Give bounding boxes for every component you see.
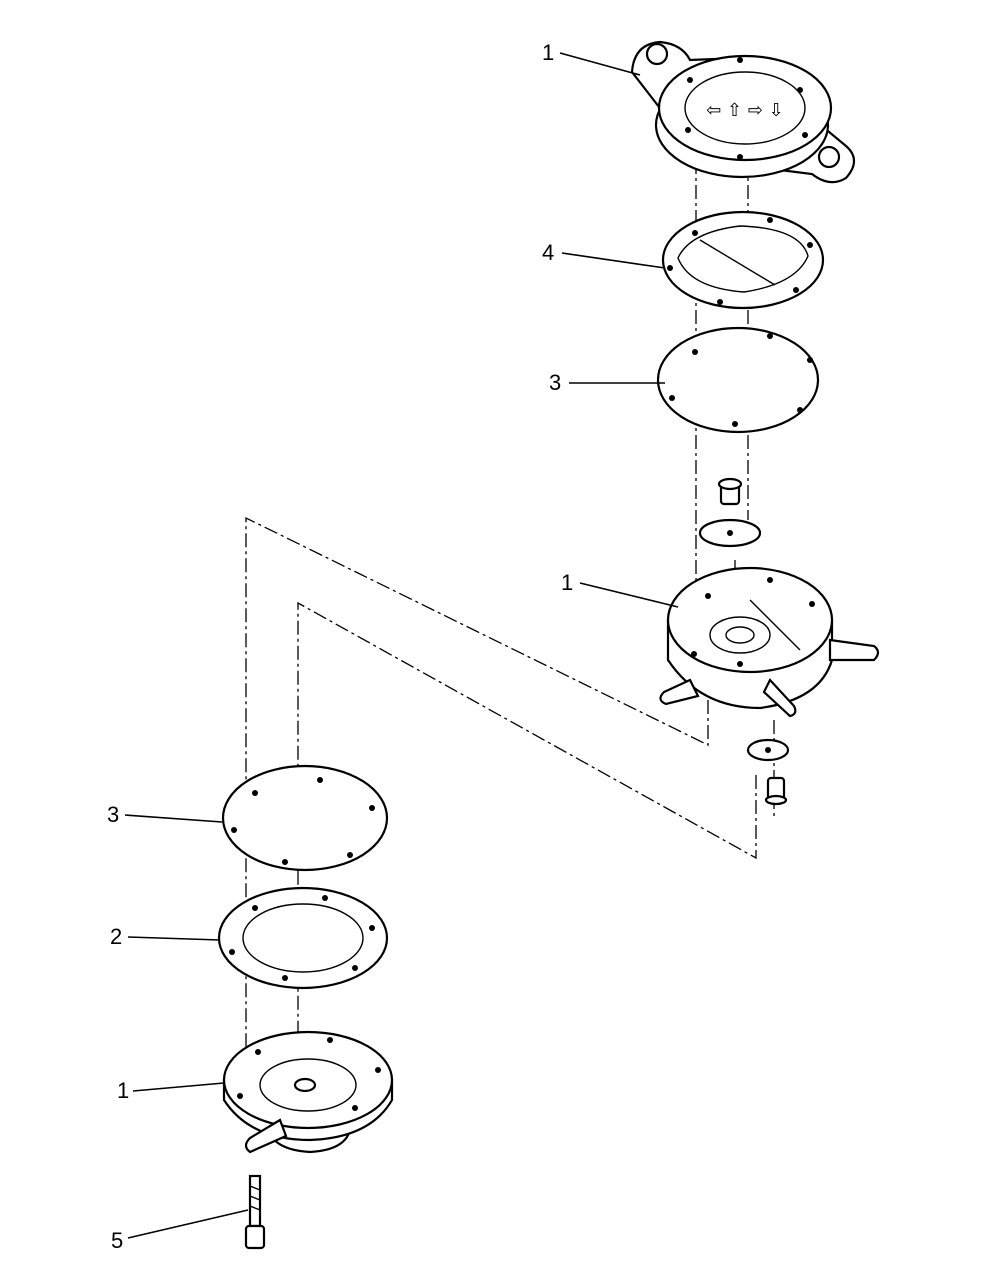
leader-pump-body <box>579 582 679 608</box>
bottom-pump-cover <box>222 1030 394 1154</box>
bottom-cover-center-boss <box>293 1077 317 1093</box>
pump-body-rib <box>749 599 801 651</box>
leader-screw <box>127 1209 249 1239</box>
diaphragm-hole <box>369 805 375 811</box>
mount-hole-right <box>817 145 841 169</box>
body-bolt-hole <box>705 593 711 599</box>
gasket-2-inner <box>242 903 364 973</box>
pump-body-bore <box>709 616 771 654</box>
gasket-hole <box>667 265 673 271</box>
mount-hole-left <box>645 42 669 66</box>
body-bolt-hole <box>737 661 743 667</box>
cover-bolt-hole <box>327 1037 333 1043</box>
callout-label-diaphragm-lower: 3 <box>107 802 119 827</box>
callout-label-pump-body: 1 <box>561 570 573 595</box>
callout-label-bottom-cover: 1 <box>117 1078 129 1103</box>
diaphragm-lower-disc <box>221 764 389 872</box>
leader-diaphragm-lower <box>124 814 223 823</box>
gasket-hole <box>767 217 773 223</box>
leader-gasket-lower <box>127 936 221 941</box>
callout-label-gasket-lower: 2 <box>110 924 122 949</box>
diaphragm-hole <box>317 777 323 783</box>
upper-gasket <box>661 210 825 310</box>
upper-diaphragm <box>656 326 820 434</box>
gasket-hole <box>793 287 799 293</box>
callout-label-diaphragm-upper: 3 <box>549 370 561 395</box>
gasket-hole <box>369 925 375 931</box>
washer-hole <box>765 747 771 753</box>
body-bolt-hole <box>809 601 815 607</box>
gasket-hole <box>717 299 723 305</box>
lower-diaphragm <box>221 764 389 872</box>
mounting-screw <box>244 1174 266 1250</box>
washer-hole <box>727 530 733 536</box>
cover-body-top <box>657 54 833 162</box>
diaphragm-hole <box>797 407 803 413</box>
diaphragm-hole <box>732 421 738 427</box>
screw-shank <box>248 1174 262 1228</box>
lower-check-valve-cap <box>764 794 788 806</box>
leader-top-cover <box>559 52 641 76</box>
gasket-hole <box>352 965 358 971</box>
cover-bolt-hole <box>255 1049 261 1055</box>
gasket-2-outer <box>217 886 389 990</box>
cover-bolt-hole <box>375 1067 381 1073</box>
body-bolt-hole <box>691 651 697 657</box>
cover-bolt-hole <box>802 132 808 138</box>
cover-bolt-hole <box>797 87 803 93</box>
gasket-hole <box>322 895 328 901</box>
diaphragm-hole <box>252 790 258 796</box>
gasket-4-inner <box>677 225 809 293</box>
cover-bolt-hole <box>237 1093 243 1099</box>
diaphragm-hole <box>807 357 813 363</box>
check-valve-cap <box>717 477 743 491</box>
cover-arrow-icons: ⇦ ⇧ ⇨ ⇩ <box>706 100 784 121</box>
pump-body-bore-inner <box>725 626 755 644</box>
pulse-fitting-front <box>762 678 797 718</box>
cover-bolt-hole <box>737 57 743 63</box>
gasket-hole <box>252 905 258 911</box>
cover-inner-ring <box>684 71 806 145</box>
gasket-hole <box>282 975 288 981</box>
diaphragm-hole <box>231 827 237 833</box>
cover-bolt-hole <box>687 77 693 83</box>
upper-check-valve <box>698 477 762 548</box>
diaphragm-hole <box>669 395 675 401</box>
cover-bolt-hole <box>685 127 691 133</box>
top-pump-cover: ⇦ ⇧ ⇨ ⇩ <box>630 40 856 184</box>
screw-thread <box>249 1195 261 1201</box>
leader-gasket-upper <box>561 252 666 269</box>
gasket-4-bridge <box>699 239 776 286</box>
body-bolt-hole <box>767 577 773 583</box>
part-callouts: 1 4 3 1 3 2 1 5 <box>107 40 679 1253</box>
screw-thread <box>249 1185 261 1191</box>
gasket-hole <box>229 949 235 955</box>
callout-label-gasket-upper: 4 <box>542 240 554 265</box>
diaphragm-hole <box>692 349 698 355</box>
diaphragm-hole <box>347 852 353 858</box>
callout-label-top-cover: 1 <box>542 40 554 65</box>
lower-gasket <box>217 886 389 990</box>
diaphragm-hole <box>767 333 773 339</box>
bottom-cover-fitting <box>244 1118 288 1154</box>
cover-bolt-hole <box>352 1105 358 1111</box>
lower-check-valve <box>746 738 790 806</box>
bottom-cover-groove <box>259 1058 357 1112</box>
diaphragm-hole <box>282 859 288 865</box>
pump-body <box>659 566 880 718</box>
screw-thread <box>249 1205 261 1211</box>
screw-head <box>244 1224 266 1250</box>
gasket-hole <box>807 242 813 248</box>
leader-bottom-cover <box>132 1082 225 1092</box>
outlet-fitting-right <box>828 638 880 662</box>
gasket-hole <box>692 230 698 236</box>
inlet-fitting-left <box>659 678 700 706</box>
cover-bolt-hole <box>737 154 743 160</box>
diaphragm-upper-disc <box>656 326 820 434</box>
callout-label-screw: 5 <box>111 1228 123 1253</box>
